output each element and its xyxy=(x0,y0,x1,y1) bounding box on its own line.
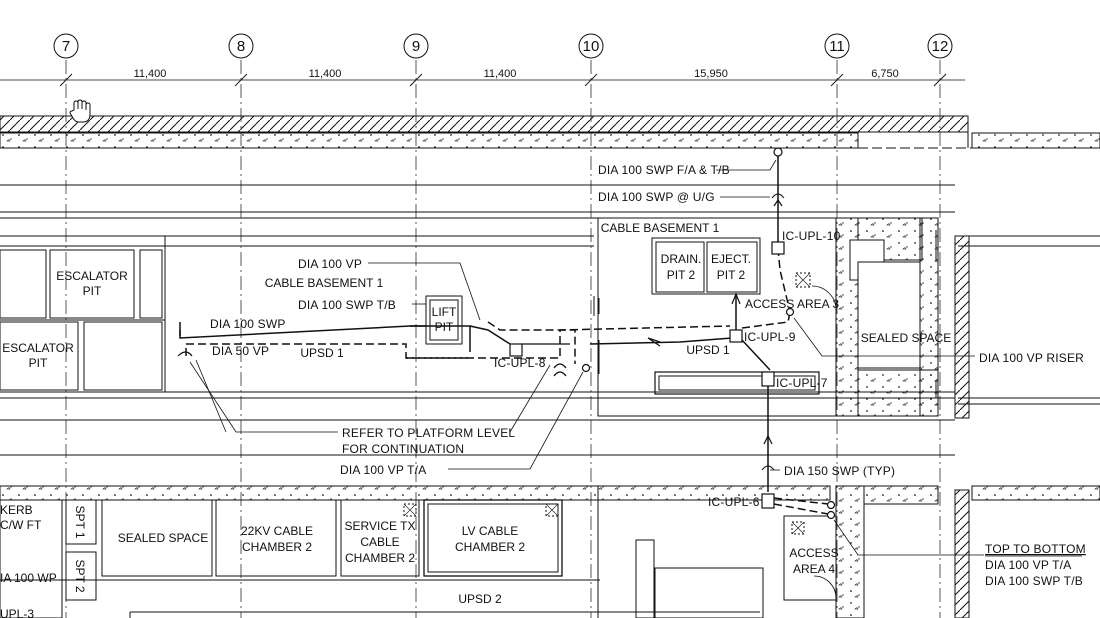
grid-dimension-7-8: 11,400 xyxy=(134,68,167,80)
grid-label-8: 8 xyxy=(237,38,245,55)
uplift-markers xyxy=(509,241,785,509)
pipe-label-vp-ta-2: DIA 100 VP T/A xyxy=(985,558,1071,572)
grid-label-7: 7 xyxy=(62,38,70,55)
room-label: DRAIN. xyxy=(661,252,702,266)
pipe-label-vp-50: DIA 50 VP xyxy=(212,344,269,358)
room-label: ESCALATOR xyxy=(2,341,74,355)
grid-dimension-9-10: 11,400 xyxy=(484,68,517,80)
room-label: UPSD 1 xyxy=(686,343,730,357)
room-label: AREA 4 xyxy=(793,562,835,576)
room-label: ACCESS xyxy=(789,546,838,560)
room-label: SEALED SPACE xyxy=(118,531,208,545)
room-label: PIT xyxy=(29,356,48,370)
leader-lines xyxy=(189,159,984,556)
room-label: UPSD 2 xyxy=(458,592,502,606)
room-label: CHAMBER 2 xyxy=(455,540,525,554)
grid-dimension-10-11: 15,950 xyxy=(694,68,728,80)
uplift-label-9: IC-UPL-9 xyxy=(744,330,796,344)
pipe-label-swp-left: DIA 100 SWP xyxy=(210,317,286,331)
room-label: CHAMBER 2 xyxy=(242,540,312,554)
grid-label-11: 11 xyxy=(829,38,845,55)
pipe-label-refer-1: REFER TO PLATFORM LEVEL xyxy=(342,426,515,440)
grid-label-10: 10 xyxy=(583,38,600,55)
uplift-label-7: IC-UPL-7 xyxy=(776,376,828,390)
room-label: SEALED SPACE xyxy=(861,331,951,345)
pipe-label-swp-fa-tb: DIA 100 SWP F/A & T/B xyxy=(598,163,730,177)
room-label: PIT 2 xyxy=(667,268,696,282)
room-label: SPT 1 xyxy=(73,505,87,538)
room-label: KERB xyxy=(0,503,33,517)
uplift-label-10: IC-UPL-10 xyxy=(782,229,841,243)
room-label: ACCESS AREA 3 xyxy=(745,297,839,311)
room-labels: ESCALATOR PIT ESCALATOR PIT CABLE BASEME… xyxy=(0,221,951,618)
uplift-label-6: IC-UPL-6 xyxy=(708,495,760,509)
grid-labels: 7 8 9 10 11 12 11,400 11,400 11,400 15,9… xyxy=(62,38,949,80)
pipe-label-top-bottom: TOP TO BOTTOM xyxy=(985,542,1086,556)
room-label: IA 100 WP xyxy=(0,571,57,585)
room-label: UPSD 1 xyxy=(300,346,344,360)
room-label: EJECT. xyxy=(711,252,751,266)
room-label: LIFT xyxy=(432,305,457,319)
walls xyxy=(0,115,1100,618)
grid-dimension-11-12: 6,750 xyxy=(871,68,899,80)
grid-dimension-8-9: 11,400 xyxy=(309,68,342,80)
room-label: UPL-3 xyxy=(0,607,34,618)
pipe-labels: DIA 100 SWP F/A & T/B DIA 100 SWP @ U/G … xyxy=(210,163,1086,588)
room-label: CABLE xyxy=(360,535,399,549)
room-label: 22KV CABLE xyxy=(241,524,313,538)
pipe-label-refer-2: FOR CONTINUATION xyxy=(342,442,464,456)
room-label: CHAMBER 2 xyxy=(345,551,415,565)
room-label: C/W FT xyxy=(0,518,42,532)
room-label: SERVICE TX xyxy=(345,519,416,533)
room-label: ESCALATOR xyxy=(56,269,128,283)
room-label: LV CABLE xyxy=(462,524,518,538)
room-label: PIT 2 xyxy=(717,268,746,282)
room-label: PIT xyxy=(435,320,454,334)
pipe-label-vp-top: DIA 100 VP xyxy=(298,257,362,271)
grid-label-12: 12 xyxy=(932,38,949,55)
pipe-label-vp-riser: DIA 100 VP RISER xyxy=(979,351,1084,365)
uplift-label-8: IC-UPL-8 xyxy=(494,356,546,370)
pipe-label-swp-ug: DIA 100 SWP @ U/G xyxy=(598,190,715,204)
uplift-labels: IC-UPL-8 IC-UPL-9 IC-UPL-10 IC-UPL-7 IC-… xyxy=(494,229,841,509)
pipe-label-swp-tb-2: DIA 100 SWP T/B xyxy=(985,574,1083,588)
room-label: PIT xyxy=(83,284,102,298)
pipes xyxy=(177,147,836,520)
pipe-label-swp-tb: DIA 100 SWP T/B xyxy=(298,298,396,312)
grid-label-9: 9 xyxy=(412,38,420,55)
room-label: CABLE BASEMENT 1 xyxy=(265,276,384,290)
room-label: CABLE BASEMENT 1 xyxy=(601,221,720,235)
pipe-label-vp-ta: DIA 100 VP T/A xyxy=(340,463,426,477)
pipe-label-swp-150: DIA 150 SWP (TYP) xyxy=(784,464,895,478)
hand-cursor-icon xyxy=(69,99,91,123)
room-label: SPT 2 xyxy=(73,559,87,592)
